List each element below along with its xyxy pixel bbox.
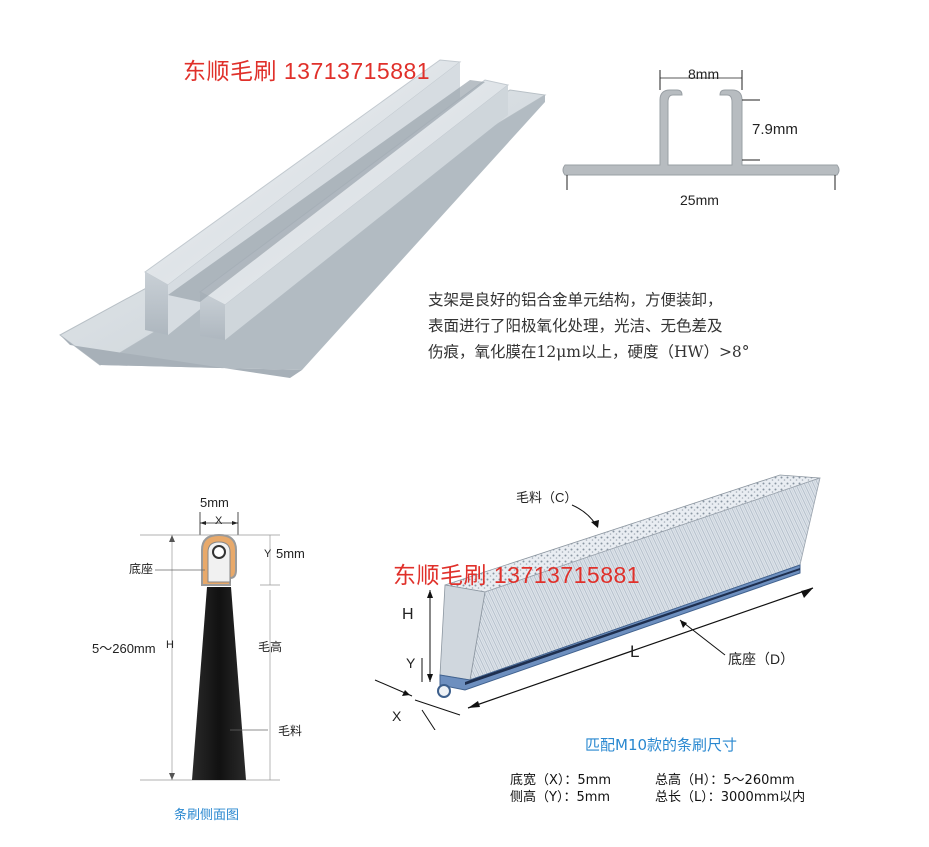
watermark-top: 东顺毛刷 13713715881: [183, 58, 431, 84]
watermark-bottom: 东顺毛刷 13713715881: [393, 562, 641, 588]
iso-h-label: H: [402, 606, 414, 623]
description-line: 支架是良好的铝合金单元结构，方便装卸，: [428, 291, 723, 309]
iso-y-label: Y: [406, 655, 416, 671]
profile-cross-section: [562, 70, 840, 190]
side-y-value: 5mm: [276, 546, 305, 561]
profile-gap-dim: 8mm: [688, 66, 720, 82]
iso-material-label: 毛料（C）: [516, 490, 578, 505]
brush-side-view: [140, 512, 280, 781]
iso-x-label: X: [392, 708, 402, 724]
side-y-label: Y: [264, 548, 272, 560]
profile-width-dim: 25mm: [680, 192, 719, 208]
aluminum-rail-illustration: [59, 59, 547, 378]
iso-caption: 匹配M10款的条刷尺寸: [585, 736, 738, 754]
spec-row: 底宽（X）：5mm 总高（H）：5～260mm: [510, 772, 805, 789]
spec-row: 侧高（Y）：5mm 总长（L）：3000mm以内: [510, 789, 805, 806]
side-top-x-label: X: [215, 515, 223, 527]
spec-left: 底宽（X）：5mm: [510, 773, 612, 788]
brush-isometric-view: [374, 474, 821, 730]
iso-l-label: L: [630, 642, 640, 661]
side-h-label: H: [166, 639, 174, 651]
side-base-label: 底座: [129, 562, 154, 576]
spec-right: 总高（H）：5～260mm: [655, 773, 795, 788]
side-top-dim: 5mm: [200, 495, 229, 510]
profile-height-dim: 7.9mm: [752, 121, 798, 138]
side-bristle-label: 毛料: [278, 724, 303, 738]
spec-table: 底宽（X）：5mm 总高（H）：5～260mm 侧高（Y）：5mm 总长（L）：30…: [510, 772, 805, 806]
description-line: 伤痕，氧化膜在12μm以上，硬度（HW）>8°: [428, 343, 750, 361]
iso-base-label: 底座（D）: [728, 651, 795, 667]
spec-left: 侧高（Y）：5mm: [510, 790, 611, 805]
spec-right: 总长（L）：3000mm以内: [655, 790, 806, 805]
description-line: 表面进行了阳极氧化处理，光洁、无色差及: [428, 317, 723, 335]
side-h-value: 5～260mm: [92, 641, 156, 656]
side-bristle-height-label: 毛高: [258, 640, 283, 654]
description-text: 支架是良好的铝合金单元结构，方便装卸， 表面进行了阳极氧化处理，光洁、无色差及 …: [428, 287, 750, 365]
side-view-caption: 条刷侧面图: [174, 808, 240, 823]
